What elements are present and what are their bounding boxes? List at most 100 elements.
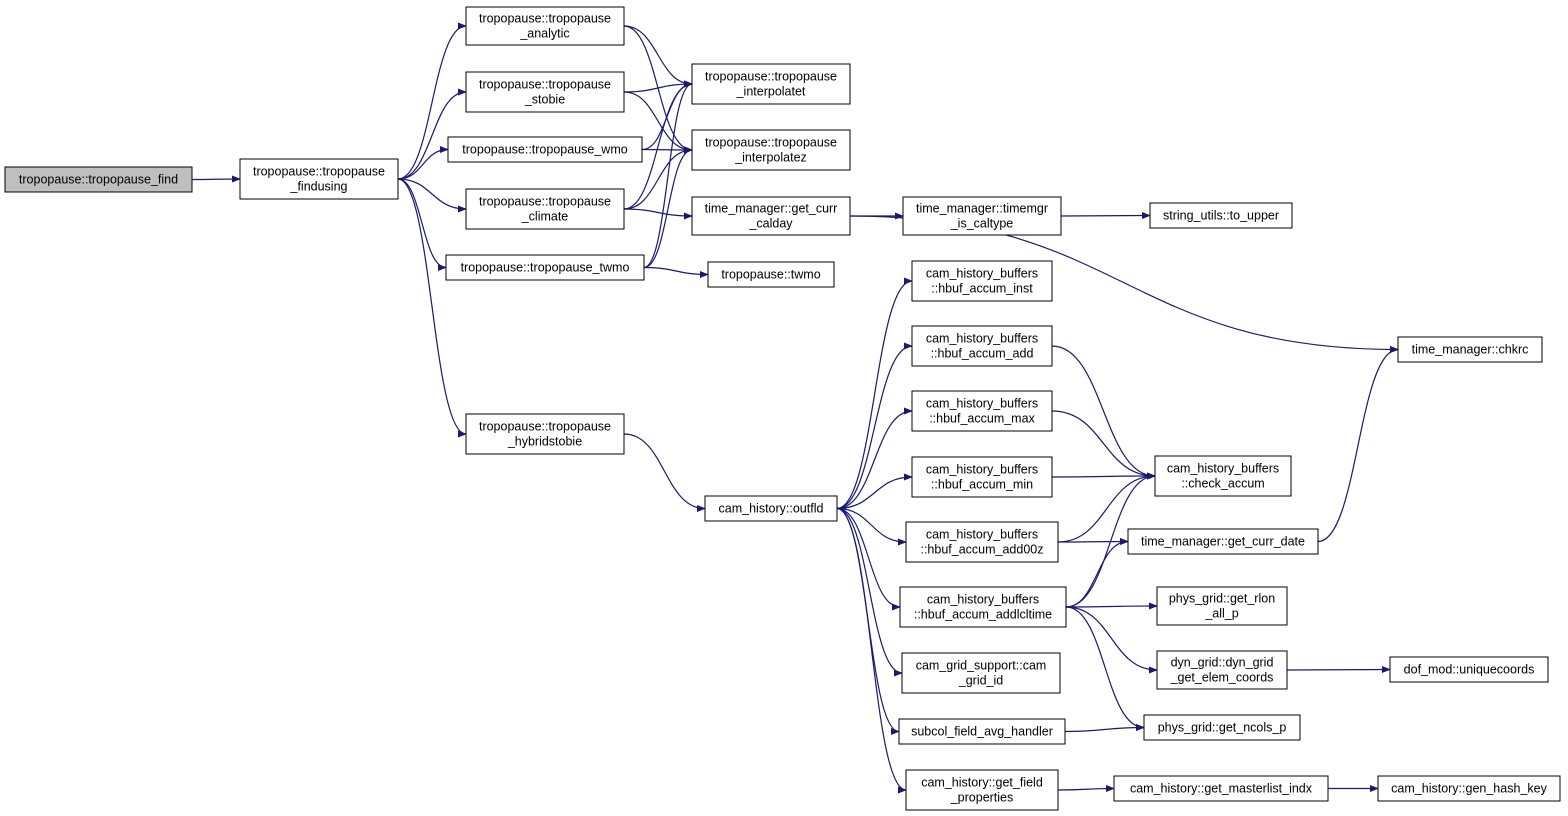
node-stobie[interactable]: tropopause::tropopause_stobie [465,71,625,113]
node-hybrid-label-0: tropopause::tropopause [479,420,611,434]
node-find-label-0: tropopause::tropopause_find [19,173,178,187]
node-upper-label-0: string_utils::to_upper [1163,209,1279,223]
node-stobie-label-1: _stobie [524,93,565,107]
edge-climate-to-interp_t [623,80,693,210]
node-outfld-label-0: cam_history::outfld [719,502,824,516]
edge-fieldprops-to-masterlist [1057,784,1115,793]
node-add-label-1: ::hbuf_accum_add [931,347,1034,361]
node-unique-box [1389,656,1549,683]
node-findusing-label-0: tropopause::tropopause [253,165,385,179]
node-twmo_fn-label-0: tropopause::tropopause_twmo [461,261,630,275]
edges [191,22,1399,794]
node-currdate-box [1127,528,1319,555]
node-twmo_fn-box [445,254,645,281]
node-climate[interactable]: tropopause::tropopause_climate [465,188,625,230]
node-check[interactable]: cam_history_buffers::check_accum [1154,455,1292,497]
edge-outfld-to-inst [836,277,913,510]
node-hybrid[interactable]: tropopause::tropopause_hybridstobie [465,413,625,455]
node-addlcl-box [899,586,1067,628]
node-add[interactable]: cam_history_buffers::hbuf_accum_add [911,325,1053,367]
node-caltype[interactable]: time_manager::timemgr_is_caltype [902,196,1062,236]
node-chkrc-box [1397,336,1543,363]
edge-max-to-check [1051,410,1156,480]
node-min[interactable]: cam_history_buffers::hbuf_accum_min [911,456,1053,498]
node-subcol-box [898,718,1066,745]
node-min-box [911,456,1053,498]
node-inst-box [911,260,1053,302]
node-analytic[interactable]: tropopause::tropopause_analytic [465,6,625,46]
node-fieldprops-label-0: cam_history::get_field [921,776,1043,790]
node-find[interactable]: tropopause::tropopause_find [4,166,193,193]
node-unique[interactable]: dof_mod::uniquecoords [1389,656,1549,683]
node-caltype-label-1: _is_caltype [950,217,1014,231]
node-inst-label-1: ::hbuf_accum_inst [931,282,1033,296]
node-fieldprops-box [905,769,1059,811]
node-currdate[interactable]: time_manager::get_curr_date [1127,528,1319,555]
edge-addlcl-to-rlon [1065,602,1158,610]
node-inst[interactable]: cam_history_buffers::hbuf_accum_inst [911,260,1053,302]
node-findusing[interactable]: tropopause::tropopause_findusing [239,158,399,200]
node-outfld[interactable]: cam_history::outfld [704,495,838,522]
edge-climate-to-interp_z [623,146,693,210]
edge-addlcl-to-elem [1065,606,1158,674]
node-masterlist[interactable]: cam_history::get_masterlist_indx [1113,775,1329,802]
node-analytic-label-1: _analytic [519,27,569,41]
node-check-label-1: ::check_accum [1181,477,1264,491]
node-subcol[interactable]: subcol_field_avg_handler [898,718,1066,745]
node-elem-box [1156,650,1288,690]
node-twmo[interactable]: tropopause::twmo [707,261,835,288]
node-add00z[interactable]: cam_history_buffers::hbuf_accum_add00z [905,521,1059,563]
edge-findusing-to-climate [397,178,467,213]
edge-add00z-to-check [1057,472,1156,543]
node-stobie-box [465,71,625,113]
node-max-label-1: ::hbuf_accum_max [929,412,1035,426]
node-min-label-0: cam_history_buffers [926,463,1038,477]
node-findusing-box [239,158,399,200]
edge-outfld-to-min [836,473,913,510]
node-upper[interactable]: string_utils::to_upper [1149,202,1293,229]
node-calday[interactable]: time_manager::get_curr_calday [691,196,851,236]
edge-currdate-to-chkrc [1317,345,1399,543]
node-fieldprops[interactable]: cam_history::get_field_properties [905,769,1059,811]
edge-findusing-to-hybrid [397,178,467,438]
node-ncols-box [1143,714,1301,741]
edge-stobie-to-interp_t [623,80,693,93]
node-interp_t-label-0: tropopause::tropopause [705,70,837,84]
node-interp_t[interactable]: tropopause::tropopause_interpolatet [691,63,851,105]
node-elem-label-1: _get_elem_coords [1170,671,1274,685]
node-max[interactable]: cam_history_buffers::hbuf_accum_max [911,390,1053,432]
edge-hybrid-to-outfld [623,433,706,513]
edge-outfld-to-addlcl [836,507,901,611]
node-gridid-label-0: cam_grid_support::cam [916,659,1047,673]
node-hash-box [1377,775,1561,802]
edge-findusing-to-stobie [397,88,467,180]
node-rlon-label-0: phys_grid::get_rlon [1169,592,1275,606]
node-findusing-label-1: _findusing [290,180,348,194]
edge-find-to-findusing [191,175,241,183]
node-rlon-label-1: _all_p [1204,607,1238,621]
node-gridid-box [901,652,1061,694]
edge-subcol-to-ncols [1064,723,1145,733]
node-masterlist-box [1113,775,1329,802]
edge-outfld-to-add00z [836,507,907,546]
node-max-label-0: cam_history_buffers [926,397,1038,411]
node-chkrc[interactable]: time_manager::chkrc [1397,336,1543,363]
node-ncols[interactable]: phys_grid::get_ncols_p [1143,714,1301,741]
node-addlcl[interactable]: cam_history_buffers::hbuf_accum_addlclti… [899,586,1067,628]
node-add00z-box [905,521,1059,563]
node-inst-label-0: cam_history_buffers [926,267,1038,281]
node-elem[interactable]: dyn_grid::dyn_grid_get_elem_coords [1156,650,1288,690]
node-interp_z[interactable]: tropopause::tropopause_interpolatez [691,129,851,171]
nodes: tropopause::tropopause_findtropopause::t… [4,6,1561,811]
node-twmo_fn[interactable]: tropopause::tropopause_twmo [445,254,645,281]
node-rlon[interactable]: phys_grid::get_rlon_all_p [1156,586,1288,626]
node-gridid-label-1: _grid_id [958,674,1004,688]
node-hash[interactable]: cam_history::gen_hash_key [1377,775,1561,802]
edge-caltype-to-upper [1060,211,1151,220]
node-wmo[interactable]: tropopause::tropopause_wmo [447,136,643,163]
edge-addlcl-to-currdate [1065,537,1129,608]
node-twmo-label-0: tropopause::twmo [721,268,820,282]
node-gridid[interactable]: cam_grid_support::cam_grid_id [901,652,1061,694]
node-hybrid-box [465,413,625,455]
node-addlcl-label-0: cam_history_buffers [927,593,1039,607]
